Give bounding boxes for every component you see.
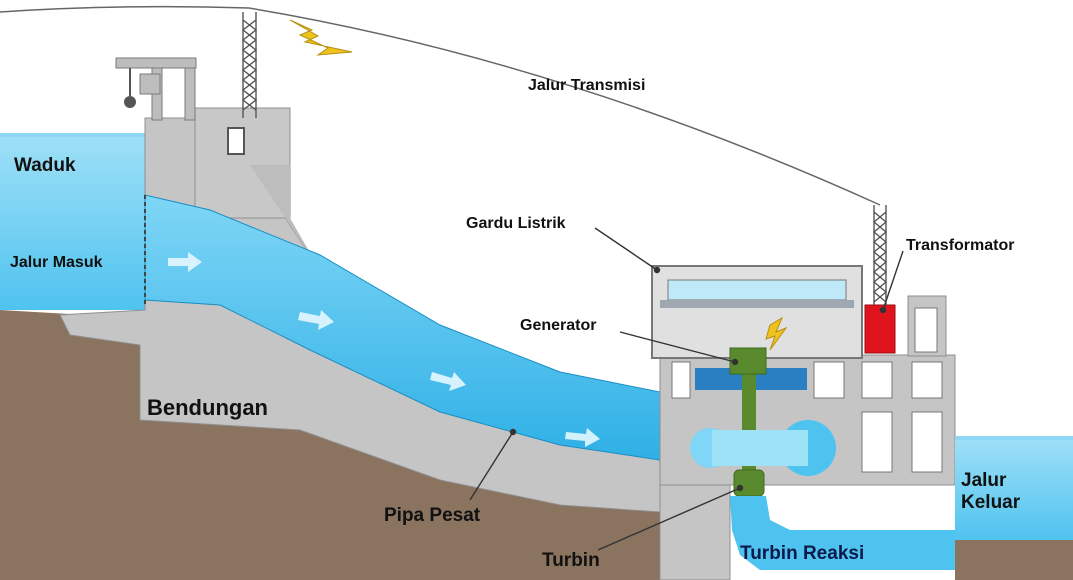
tailrace-surface [955,436,1073,440]
control-room-floor [660,300,854,308]
flow-arrows [168,252,600,447]
tailrace-water [955,438,1073,540]
draft-tube [730,496,955,570]
turbine-chamber-mid [712,430,808,466]
lightning-generator [765,316,788,351]
label-gardu-listrik: Gardu Listrik [466,215,566,232]
gantry-crane [115,57,197,121]
ground-lower [140,420,660,580]
label-waduk: Waduk [14,155,76,176]
transmission-tower-right [872,205,888,305]
transmission-line-upper [0,5,250,13]
transformer [864,304,896,354]
crane-hook [124,96,136,108]
dam-slope [250,165,320,270]
label-turbin-reaksi: Turbin Reaksi [740,543,865,564]
label-pipa-pesat: Pipa Pesat [384,505,481,526]
gatehouse-window [227,127,245,155]
turbine-runner [733,469,765,497]
label-jalur-masuk: Jalur Masuk [10,254,103,271]
reservoir-water [0,135,145,310]
reservoir-surface [0,133,145,137]
powerhouse-windows [671,361,943,473]
powerhouse-floor-left [659,484,731,580]
transmission-tower-left [241,12,258,118]
ground [0,310,140,580]
label-jalur-keluar: Jalur Keluar [961,470,1021,513]
control-room-window [667,279,847,301]
label-bendungan: Bendungan [147,395,268,420]
lightning-transmission [289,19,353,56]
label-transformator: Transformator [906,237,1015,254]
transmission-line-main [248,7,881,206]
label-jalur-transmisi: Jalur Transmisi [528,77,646,94]
label-generator: Generator [520,317,597,334]
label-turbin: Turbin [542,550,600,571]
leader-lines [469,227,904,551]
transformer-bay-door [914,307,938,353]
